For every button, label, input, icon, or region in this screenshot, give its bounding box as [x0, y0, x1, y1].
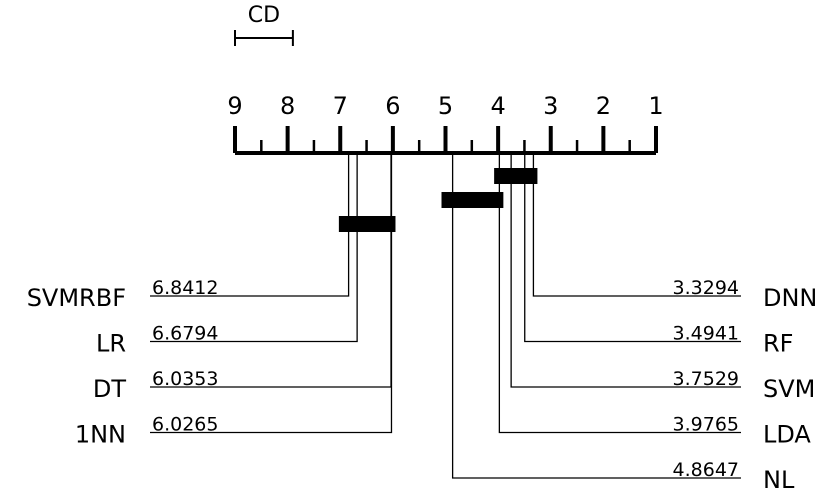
- connector-line: [150, 153, 358, 343]
- tick-label: 1: [648, 92, 663, 120]
- rank-axis: 9 8 7 6 5 4 3 2 1: [227, 92, 664, 155]
- rank-value: 4.8647: [673, 459, 739, 481]
- rank-value: 3.7529: [673, 368, 739, 390]
- tick-label: 2: [596, 92, 611, 120]
- tick-label: 7: [333, 92, 348, 120]
- connector-line: [532, 153, 741, 297]
- clique-bars: [338, 168, 538, 232]
- rank-value: 6.0353: [152, 368, 218, 390]
- rank-value: 6.6794: [152, 323, 218, 345]
- rank-value: 3.9765: [673, 414, 739, 436]
- connector-line: [524, 153, 741, 343]
- rank-value: 3.4941: [673, 323, 739, 345]
- connector-line: [150, 153, 393, 434]
- method-name: LDA: [763, 421, 811, 449]
- connector-line: [150, 153, 392, 388]
- clique-bar: [441, 192, 504, 208]
- connector-line: [510, 153, 741, 388]
- tick-label: 5: [438, 92, 453, 120]
- cd-bar-group: CD: [234, 3, 294, 46]
- tick-label: 8: [280, 92, 295, 120]
- tick-label: 4: [490, 92, 505, 120]
- tick-label: 9: [227, 92, 242, 120]
- method-name: NL: [763, 466, 795, 494]
- method-name: DT: [93, 375, 126, 403]
- connector-line: [150, 153, 350, 297]
- method-name: LR: [96, 330, 126, 358]
- connector-line: [498, 153, 741, 434]
- tick-label: 3: [543, 92, 558, 120]
- connector-line: [451, 153, 741, 479]
- clique-bar: [338, 216, 396, 232]
- rank-value: 6.0265: [152, 414, 218, 436]
- rank-value: 3.3294: [673, 277, 739, 299]
- clique-bar: [494, 168, 538, 184]
- tick-label: 6: [385, 92, 400, 120]
- cd-label: CD: [248, 3, 280, 28]
- method-name: DNN: [763, 284, 817, 312]
- rank-value: 6.8412: [152, 277, 218, 299]
- method-name: RF: [763, 330, 793, 358]
- method-name: SVMRBF: [27, 284, 126, 312]
- method-name: 1NN: [75, 421, 126, 449]
- method-name: SVM: [763, 375, 815, 403]
